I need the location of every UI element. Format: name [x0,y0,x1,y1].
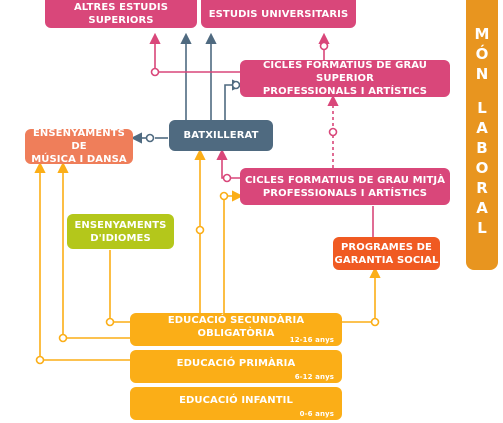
node-dot [150,67,160,77]
mon-letter: N [475,65,489,83]
box-programes-garantia-social[interactable]: PROGRAMES DE GARANTIA SOCIAL [333,237,440,270]
node-dot [145,133,155,143]
node-dot [231,80,241,90]
box-educacio-primaria[interactable]: EDUCACIÓ PRIMÀRIA 6-12 anys [130,350,342,383]
box-ensenyaments-idiomes[interactable]: ENSENYAMENTS D'IDIOMES [67,214,174,249]
node-dot [370,317,380,327]
box-educacio-secundaria[interactable]: EDUCACIÓ SECUNDÀRIA OBLIGATÒRIA 12-16 an… [130,313,342,346]
box-cfgm[interactable]: CICLES FORMATIUS DE GRAU MITJÀ PROFESSIO… [240,168,450,205]
mon-letter: M [474,25,490,43]
laboral-letter: R [476,179,488,197]
age-range: 12-16 anys [289,336,334,344]
mon-laboral-banner[interactable]: M Ó N L A B O R A L [466,0,498,270]
laboral-letter: O [475,159,489,177]
box-label: EDUCACIÓ PRIMÀRIA [176,358,296,369]
node-dot [219,191,229,201]
box-label-line2: PROFESSIONALS I ARTÍSTICS [262,86,428,97]
box-label: EDUCACIÓ SECUNDÀRIA OBLIGATÒRIA [167,314,305,339]
box-altres-estudis-superiors[interactable]: ALTRES ESTUDIS SUPERIORS [45,0,197,28]
node-dot [222,173,232,183]
box-label-line2: GARANTIA SOCIAL [334,254,439,266]
node-dot [35,355,45,365]
box-label: BATXILLERAT [183,130,259,141]
box-label-line1: ENSENYAMENTS [74,219,167,231]
box-ensenyaments-musica-dansa[interactable]: ENSENYAMENTS DE MÚSICA I DANSA [25,128,133,165]
box-label-line1: PROGRAMES DE [341,241,432,253]
laboral-letter: A [476,199,488,217]
batxillerat-connectors [130,32,244,144]
laboral-letter: A [476,119,488,137]
age-range: 6-12 anys [294,373,334,381]
box-label-line1: ENSENYAMENTS DE [32,128,125,152]
node-dot [58,333,68,343]
box-label-line2: PROFESSIONALS I ARTÍSTICS [262,187,428,199]
box-estudis-universitaris[interactable]: ESTUDIS UNIVERSITARIS [201,0,356,28]
box-label-line2: D'IDIOMES [90,232,151,244]
laboral-letter: B [476,139,488,157]
laboral-letter: L [477,219,487,237]
box-label: ALTRES ESTUDIS SUPERIORS [73,2,169,26]
node-dot [319,41,329,51]
box-educacio-infantil[interactable]: EDUCACIÓ INFANTIL 0-6 anys [130,387,342,420]
laboral-letter: L [477,99,487,117]
box-label-line2: MÚSICA I DANSA [31,154,127,165]
box-label: EDUCACIÓ INFANTIL [179,395,293,406]
node-dot [195,225,205,235]
box-cfgs[interactable]: CICLES FORMATIUS DE GRAU SUPERIOR PROFES… [240,60,450,97]
box-batxillerat[interactable]: BATXILLERAT [169,120,273,151]
cfgs-connectors [149,32,339,179]
node-dot [328,127,338,137]
box-label-line1: CICLES FORMATIUS DE GRAU SUPERIOR [262,60,428,84]
box-label-line1: CICLES FORMATIUS DE GRAU MITJÀ [244,174,446,186]
node-dot [105,317,115,327]
box-label: ESTUDIS UNIVERSITARIS [208,8,349,20]
mon-letter: Ó [475,45,489,63]
age-range: 0-6 anys [299,410,334,418]
